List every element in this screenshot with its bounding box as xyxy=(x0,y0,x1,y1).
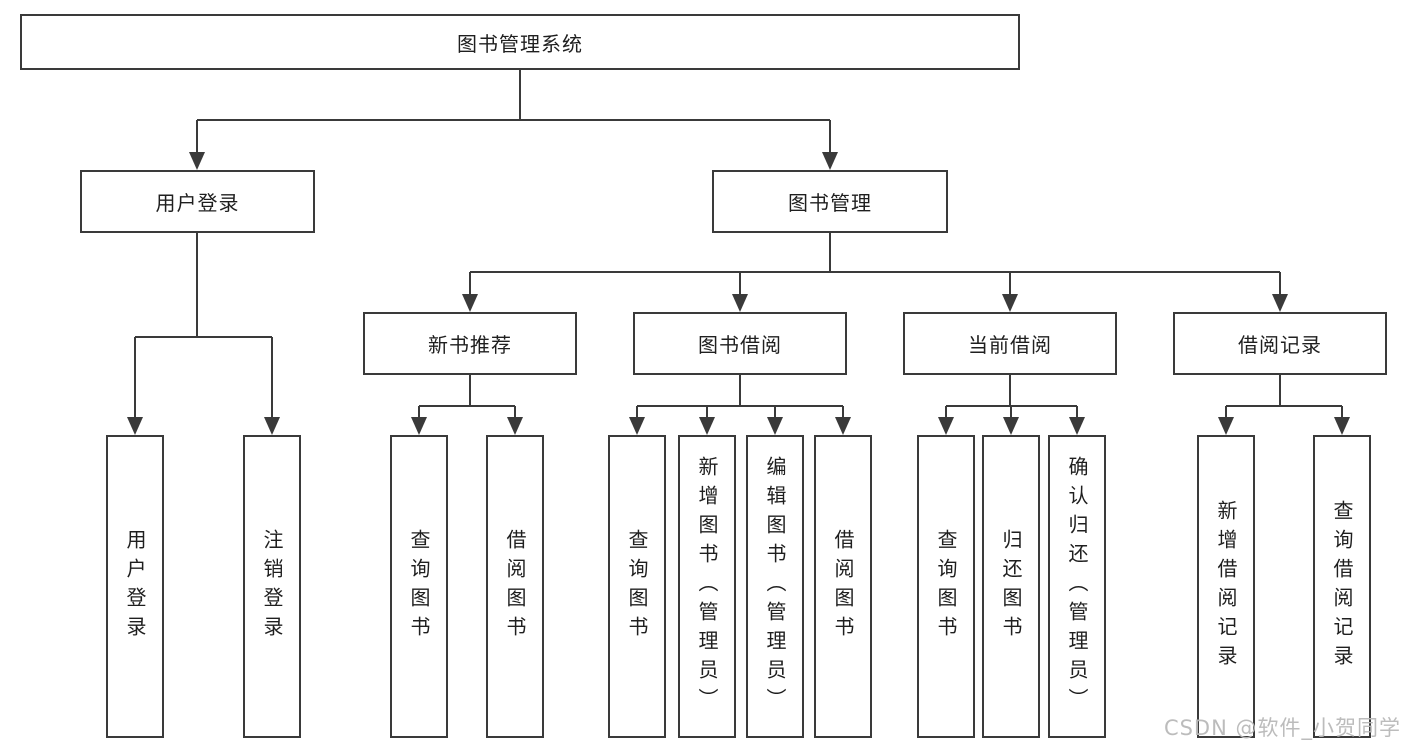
node-current-borrowing-label: 当前借阅 xyxy=(968,333,1052,357)
leaf-query-borrow-record-label: 查询借阅记录 xyxy=(1330,499,1354,674)
leaf-edit-books-admin-label: 编辑图书（管理员） xyxy=(763,456,787,717)
node-new-book-recommendation-label: 新书推荐 xyxy=(428,333,512,357)
leaf-user-login-label: 用户登录 xyxy=(123,528,147,645)
leaf-return-books: 归还图书 xyxy=(982,435,1040,738)
leaf-add-books-admin-label: 新增图书（管理员） xyxy=(695,456,719,717)
leaf-confirm-return-admin: 确认归还（管理员） xyxy=(1048,435,1106,738)
node-book-management: 图书管理 xyxy=(712,170,948,233)
leaf-confirm-return-admin-label: 确认归还（管理员） xyxy=(1065,456,1089,717)
node-book-management-label: 图书管理 xyxy=(788,191,872,215)
arrow-down-icon xyxy=(629,417,645,435)
leaf-add-borrow-record: 新增借阅记录 xyxy=(1197,435,1255,738)
arrow-down-icon xyxy=(835,417,851,435)
arrow-down-icon xyxy=(767,417,783,435)
leaf-return-books-label: 归还图书 xyxy=(999,528,1023,645)
arrow-down-icon xyxy=(1002,294,1018,312)
arrowheads xyxy=(127,152,1350,435)
leaf-logout-label: 注销登录 xyxy=(260,528,284,645)
arrow-down-icon xyxy=(1272,294,1288,312)
node-borrowing-records: 借阅记录 xyxy=(1173,312,1387,375)
node-book-borrowing-label: 图书借阅 xyxy=(698,333,782,357)
leaf-borrow-books-recommend-label: 借阅图书 xyxy=(503,528,527,645)
arrow-down-icon xyxy=(822,152,838,170)
arrow-down-icon xyxy=(189,152,205,170)
arrow-down-icon xyxy=(1218,417,1234,435)
leaf-borrow-books: 借阅图书 xyxy=(814,435,872,738)
leaf-query-borrow-record: 查询借阅记录 xyxy=(1313,435,1371,738)
leaf-query-books-recommend-label: 查询图书 xyxy=(407,528,431,645)
arrow-down-icon xyxy=(699,417,715,435)
leaf-query-books-borrow-label: 查询图书 xyxy=(625,528,649,645)
arrow-down-icon xyxy=(1003,417,1019,435)
node-user-login-label: 用户登录 xyxy=(155,191,240,215)
watermark: CSDN @软件_小贺同学 xyxy=(1163,716,1401,740)
leaf-logout: 注销登录 xyxy=(243,435,301,738)
leaf-add-books-admin: 新增图书（管理员） xyxy=(678,435,736,738)
leaf-borrow-books-recommend: 借阅图书 xyxy=(486,435,544,738)
node-book-borrowing: 图书借阅 xyxy=(633,312,847,375)
leaf-query-books-borrow: 查询图书 xyxy=(608,435,666,738)
arrow-down-icon xyxy=(411,417,427,435)
arrow-down-icon xyxy=(462,294,478,312)
connector-paths xyxy=(134,70,1343,419)
leaf-add-borrow-record-label: 新增借阅记录 xyxy=(1214,499,1238,674)
arrow-down-icon xyxy=(732,294,748,312)
node-new-book-recommendation: 新书推荐 xyxy=(363,312,577,375)
arrow-down-icon xyxy=(507,417,523,435)
arrow-down-icon xyxy=(264,417,280,435)
node-library-system: 图书管理系统 xyxy=(20,14,1020,70)
leaf-edit-books-admin: 编辑图书（管理员） xyxy=(746,435,804,738)
leaf-query-books-current-label: 查询图书 xyxy=(934,528,958,645)
leaf-borrow-books-label: 借阅图书 xyxy=(831,528,855,645)
node-library-system-label: 图书管理系统 xyxy=(457,31,583,56)
arrow-down-icon xyxy=(1069,417,1085,435)
arrow-down-icon xyxy=(938,417,954,435)
node-user-login: 用户登录 xyxy=(80,170,315,233)
leaf-query-books-recommend: 查询图书 xyxy=(390,435,448,738)
leaf-query-books-current: 查询图书 xyxy=(917,435,975,738)
node-borrowing-records-label: 借阅记录 xyxy=(1238,333,1322,357)
arrow-down-icon xyxy=(127,417,143,435)
node-current-borrowing: 当前借阅 xyxy=(903,312,1117,375)
arrow-down-icon xyxy=(1334,417,1350,435)
leaf-user-login: 用户登录 xyxy=(106,435,164,738)
